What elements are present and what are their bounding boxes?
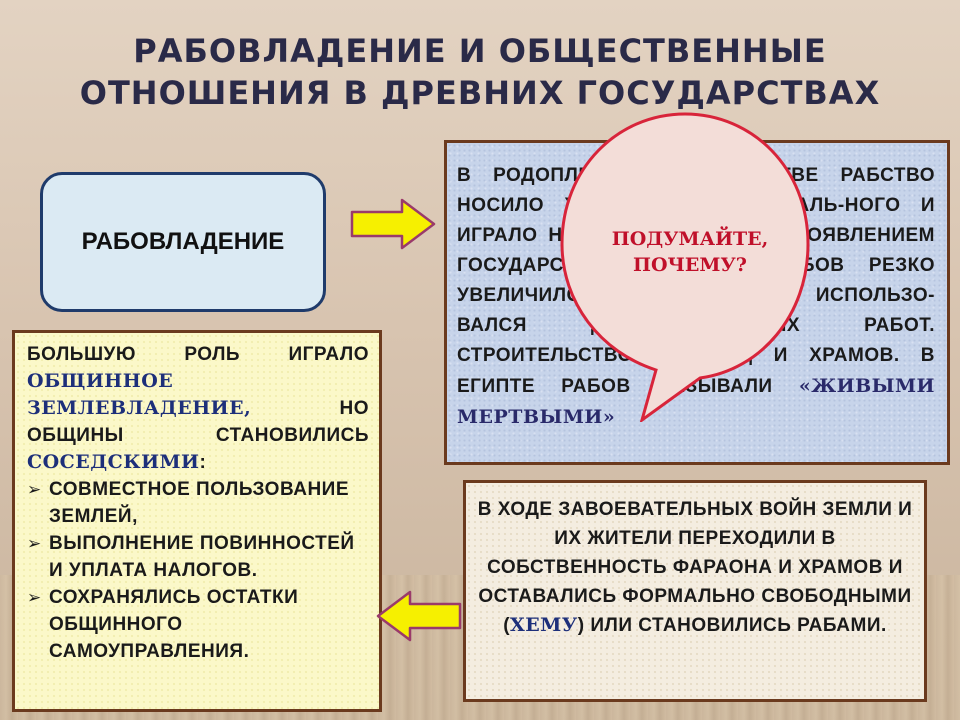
callout-line-1: ПОДУМАЙТЕ, — [611, 228, 769, 250]
slide-title: РАБОВЛАДЕНИЕ И ОБЩЕСТВЕННЫЕ ОТНОШЕНИЯ В … — [0, 30, 960, 114]
speech-bubble-icon — [560, 112, 810, 422]
title-line-1: РАБОВЛАДЕНИЕ И ОБЩЕСТВЕННЫЕ — [133, 32, 827, 70]
list-item-text: ВЫПОЛНЕНИЕ ПОВИННОСТЕЙ И УПЛАТА НАЛОГОВ. — [49, 533, 355, 581]
callout-line-2: ПОЧЕМУ? — [633, 254, 747, 276]
community-box: БОЛЬШУЮ РОЛЬ ИГРАЛО ОБЩИННОЕ ЗЕМЛЕВЛАДЕН… — [12, 330, 382, 712]
term-neighbor-community: СОСЕДСКИМИ — [27, 451, 200, 473]
arrow-left-icon — [376, 590, 462, 642]
arrow-bullet-icon: ➢ — [27, 588, 42, 607]
community-intro: БОЛЬШУЮ РОЛЬ ИГРАЛО ОБЩИННОЕ ЗЕМЛЕВЛАДЕН… — [27, 341, 369, 476]
arrow-right-icon — [350, 198, 436, 250]
list-item-text: СОВМЕСТНОЕ ПОЛЬЗОВАНИЕ ЗЕМЛЕЙ, — [49, 479, 350, 527]
term-communal-land: ОБЩИННОЕ ЗЕМЛЕВЛАДЕНИЕ, — [27, 370, 252, 419]
colon: : — [199, 452, 207, 473]
arrow-bullet-icon: ➢ — [27, 534, 42, 553]
info-highlight: «ЖИВЫМИ МЕРТВЫМИ» — [457, 375, 935, 428]
conquest-text-a: В ХОДЕ ЗАВОЕВАТЕЛЬНЫХ ВОЙН ЗЕМЛИ И ИХ ЖИ… — [477, 499, 913, 636]
concept-label: РАБОВЛАДЕНИЕ — [81, 228, 285, 255]
list-item: ➢ СОВМЕСТНОЕ ПОЛЬЗОВАНИЕ ЗЕМЛЕЙ, — [27, 476, 369, 530]
community-list: ➢ СОВМЕСТНОЕ ПОЛЬЗОВАНИЕ ЗЕМЛЕЙ, ➢ ВЫПОЛ… — [27, 476, 369, 665]
term-hemu: ХЕМУ — [510, 614, 578, 636]
concept-box-slavery: РАБОВЛАДЕНИЕ — [40, 172, 326, 312]
title-line-2: ОТНОШЕНИЯ В ДРЕВНИХ ГОСУДАРСТВАХ — [79, 74, 881, 112]
community-intro-b: НО ОБЩИНЫ СТАНОВИЛИСЬ — [27, 398, 369, 446]
conquest-text-b: ) ИЛИ СТАНОВИЛИСЬ РАБАМИ. — [577, 615, 887, 636]
arrow-bullet-icon: ➢ — [27, 480, 42, 499]
callout-text: ПОДУМАЙТЕ, ПОЧЕМУ? — [590, 226, 790, 278]
list-item: ➢ ВЫПОЛНЕНИЕ ПОВИННОСТЕЙ И УПЛАТА НАЛОГО… — [27, 530, 369, 584]
list-item-text: СОХРАНЯЛИСЬ ОСТАТКИ ОБЩИННОГО САМОУПРАВЛ… — [49, 587, 299, 662]
list-item: ➢ СОХРАНЯЛИСЬ ОСТАТКИ ОБЩИННОГО САМОУПРА… — [27, 584, 369, 665]
community-intro-a: БОЛЬШУЮ РОЛЬ ИГРАЛО — [27, 344, 369, 365]
conquest-box: В ХОДЕ ЗАВОЕВАТЕЛЬНЫХ ВОЙН ЗЕМЛИ И ИХ ЖИ… — [463, 480, 927, 702]
